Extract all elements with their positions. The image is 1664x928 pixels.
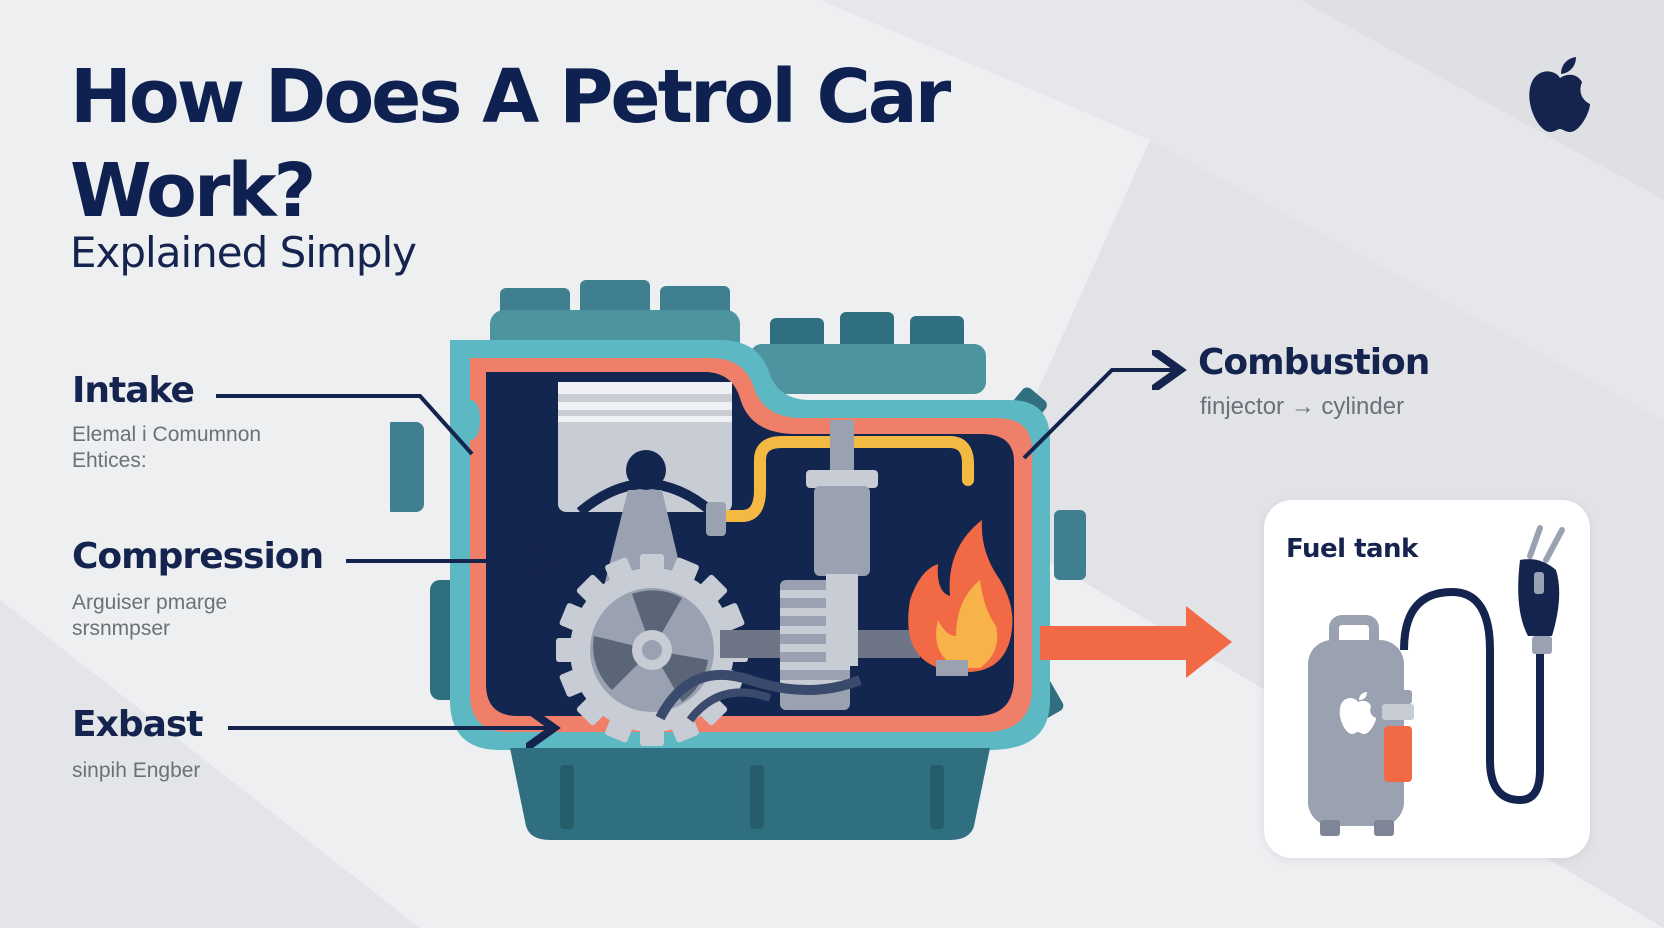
apple-logo-icon [1339,692,1376,734]
stage-label-intake: Intake [72,370,195,411]
fuel-nozzle-icon [1518,525,1565,654]
page-subtitle: Explained Simply [70,228,417,277]
stage-label-exhaust: Exbast [72,704,204,745]
fuel-tank-illustration [1308,525,1565,836]
stage-label-combustion: Combustion [1198,342,1430,383]
fuel-tank-label: Fuel tank [1286,534,1418,564]
stage-label-compression: Compression [72,536,324,577]
stage-desc-intake: Elemal i Comumnon Ehtices: [72,423,262,472]
fuel-tank-card: Fuel tank [1264,500,1590,858]
flame-icon [908,520,1013,672]
page-title: How Does A Petrol Car Work? [70,54,951,234]
apple-logo-icon [1529,57,1590,132]
stage-desc-compression: Arguiser pmarge srsnmpser [72,591,228,640]
stage-desc-exhaust: sinpih Engber [72,759,201,782]
engine-illustration [390,280,1086,840]
stage-desc-combustion: finjector → cylinder [1200,393,1405,420]
